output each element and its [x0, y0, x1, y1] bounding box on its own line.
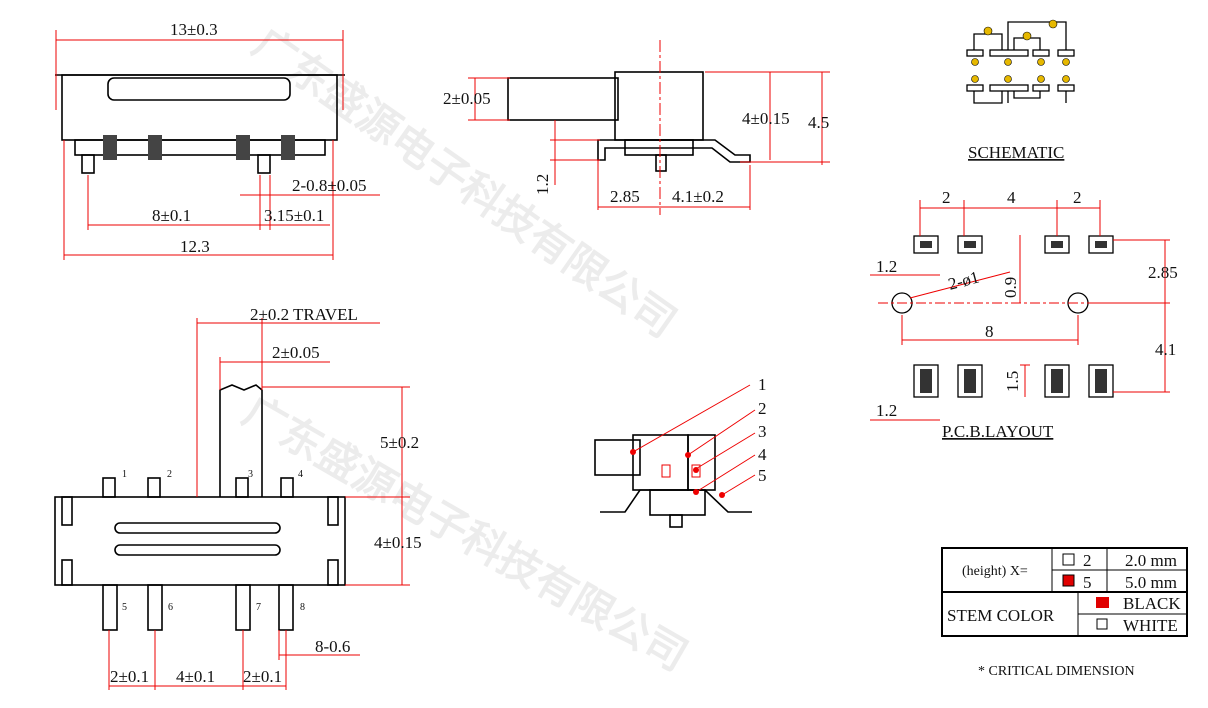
pin-number: 5	[122, 602, 127, 613]
schematic-title: SCHEMATIC	[968, 143, 1064, 162]
height-code: 5	[1083, 573, 1092, 592]
critical-dimension-note: * CRITICAL DIMENSION	[978, 664, 1135, 679]
dim-pitch-b: 4±0.1	[176, 667, 215, 686]
dim-pin-offset: 3.15±0.1	[264, 206, 324, 225]
dim-stem-offset: 2.85	[610, 187, 640, 206]
dim-pin-pitch: 8±0.1	[152, 206, 191, 225]
pin-number: 6	[168, 602, 173, 613]
dim-front-body-height: 4±0.15	[374, 533, 422, 552]
dim-body-length: 12.3	[180, 237, 210, 256]
height-label: (height) X=	[962, 564, 1028, 579]
dim-total-height: 4.5	[808, 113, 829, 132]
option-table: (height) X= 2 5 2.0 mm 5.0 mm STEM COLOR…	[941, 547, 1188, 679]
stem-color-label: STEM COLOR	[947, 606, 1055, 625]
callout-5: 5	[758, 466, 767, 485]
height-value: 2.0 mm	[1125, 551, 1177, 570]
height-value: 5.0 mm	[1125, 573, 1177, 592]
callout-2: 2	[758, 399, 767, 418]
watermark-2: 广东盛源电子科技有限公司	[235, 386, 696, 680]
pcb-hole-offset: 0.9	[1001, 277, 1020, 298]
pin-number: 8	[300, 602, 305, 613]
dim-body-height: 4±0.15	[742, 109, 790, 128]
front-view: 1 2 3 4 5 6 7 8 2±0.2 TRAVEL 2±0.05 5±0.…	[54, 305, 422, 690]
part-callout-view: 1 2 3 4 5	[594, 375, 767, 528]
pcb-dim-a: 2	[942, 188, 951, 207]
pin-number: 1	[122, 469, 127, 480]
pcb-layout: 2 4 2 1.2 2-ø1 0.9 2.85 8 4.1 1.5 1.2 P.…	[870, 188, 1178, 441]
callout-3: 3	[758, 422, 767, 441]
dim-stem-height: 2±0.05	[443, 89, 491, 108]
black-stem-swatch	[1096, 597, 1109, 608]
height-2-swatch	[1062, 553, 1075, 566]
callout-4: 4	[758, 445, 767, 464]
pcb-row-spacing: 4.1	[1155, 340, 1176, 359]
pin-number: 3	[248, 469, 253, 480]
pcb-title: P.C.B.LAYOUT	[942, 422, 1054, 441]
dim-pitch-c: 2±0.1	[243, 667, 282, 686]
pcb-pad-offset-2: 1.2	[876, 401, 897, 420]
stem-color-name: WHITE	[1123, 616, 1178, 635]
white-stem-swatch	[1096, 618, 1108, 630]
side-view: 2±0.05 4±0.15 4.5 1.2 2.85 4.1±0.2	[443, 40, 830, 215]
pcb-pad-length: 1.5	[1003, 371, 1022, 392]
pin-number: 2	[167, 469, 172, 480]
height-5-swatch	[1062, 574, 1075, 587]
dim-pin-width: 2-0.8±0.05	[292, 176, 367, 195]
pin-number: 7	[256, 602, 261, 613]
pcb-pad-offset: 1.2	[876, 257, 897, 276]
dim-standoff: 1.2	[533, 174, 552, 195]
pcb-dim-b: 4	[1007, 188, 1016, 207]
top-view: 13±0.3 2-0.8±0.05 8±0.1 3.15±0.1 12.3	[55, 20, 380, 260]
pcb-row-offset: 2.85	[1148, 263, 1178, 282]
pin-number: 4	[298, 469, 303, 480]
dim-overall-width: 13±0.3	[170, 20, 218, 39]
stem-color-name: BLACK	[1123, 594, 1181, 613]
dim-travel: 2±0.2 TRAVEL	[250, 305, 358, 324]
dim-pin-thickness: 8-0.6	[315, 637, 350, 656]
dim-body-depth: 4.1±0.2	[672, 187, 724, 206]
pcb-dim-c: 2	[1073, 188, 1082, 207]
dim-stem-width: 2±0.05	[272, 343, 320, 362]
pcb-hole: 2-ø1	[946, 267, 981, 293]
dim-pitch-a: 2±0.1	[110, 667, 149, 686]
callout-1: 1	[758, 375, 767, 394]
dim-stem-length: 5±0.2	[380, 433, 419, 452]
schematic: SCHEMATIC	[966, 19, 1075, 162]
height-code: 2	[1083, 551, 1092, 570]
pcb-hole-pitch: 8	[985, 322, 994, 341]
